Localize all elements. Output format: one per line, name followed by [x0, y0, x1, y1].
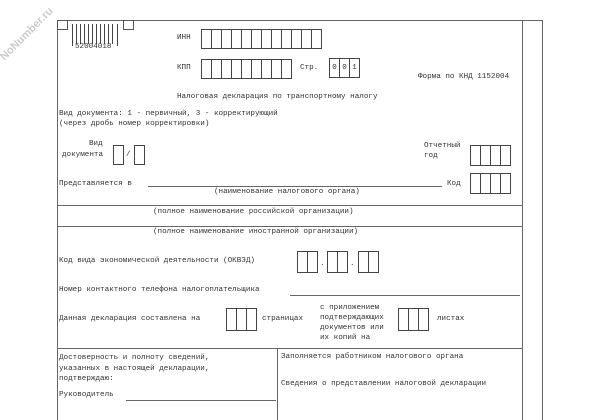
dot: .	[320, 260, 325, 268]
tax-officer-label: Заполняется работником налогового органа	[281, 353, 464, 361]
tax-authority-code-field[interactable]	[470, 173, 511, 194]
doc-type-hint-2: (через дробь номер корректировки)	[59, 120, 210, 128]
sheets-suffix: листах	[437, 315, 465, 323]
okved-field-3[interactable]	[358, 251, 379, 273]
frame-left	[57, 20, 58, 420]
year-label: Отчетный	[424, 142, 461, 150]
pages-label: Данная декларация составлена на	[59, 315, 201, 323]
frame-top	[57, 20, 543, 21]
doc-type-hint: Вид документа: 1 - первичный, 3 - коррек…	[59, 110, 278, 118]
inn-label: ИНН	[177, 34, 191, 42]
tax-authority-caption: (наименование налогового органа)	[214, 188, 360, 196]
year-field[interactable]	[470, 145, 511, 166]
section-divider	[58, 348, 522, 349]
sheets-field[interactable]	[398, 308, 429, 331]
russian-org-field[interactable]	[58, 205, 522, 206]
form-code: Форма по КНД 1152004	[418, 73, 510, 81]
okved-label: Код вида экономической деятельности (ОКВ…	[59, 257, 255, 265]
head-signature-field[interactable]	[126, 400, 276, 401]
tax-authority-field[interactable]	[148, 186, 442, 187]
form-title: Налоговая декларация по транспортному на…	[177, 93, 378, 101]
foreign-org-caption: (полное наименование иностранной организ…	[153, 228, 359, 236]
submitted-to-label: Представляется в	[59, 180, 132, 188]
doc-type-label: документа	[62, 151, 104, 159]
code-label: Код	[447, 180, 461, 188]
russian-org-caption: (полное наименование российской организа…	[153, 208, 354, 216]
submission-info-label: Сведения о представлении налоговой декла…	[281, 380, 487, 388]
slash: /	[126, 151, 131, 159]
kpp-label: КПП	[177, 64, 191, 72]
correction-number-field[interactable]	[134, 145, 145, 165]
corner-marker	[123, 20, 134, 30]
pages-suffix: страницах	[262, 315, 304, 323]
dot: .	[350, 260, 355, 268]
pages-field[interactable]	[226, 308, 257, 331]
foreign-org-field[interactable]	[58, 226, 522, 227]
kpp-field[interactable]	[201, 59, 292, 79]
frame-right	[522, 20, 523, 420]
phone-field[interactable]	[290, 295, 520, 296]
page-label: Стр.	[300, 64, 319, 72]
frame-outer-right	[542, 20, 543, 420]
corner-marker	[57, 20, 68, 30]
watermark: NoNumber.ru	[0, 5, 56, 63]
okved-field-2[interactable]	[327, 251, 348, 273]
doc-type-field[interactable]	[113, 145, 124, 165]
okved-field-1[interactable]	[297, 251, 318, 273]
phone-label: Номер контактного телефона налогоплатель…	[59, 286, 260, 294]
year-label: год	[424, 152, 438, 160]
barcode-number: 52004018	[75, 43, 112, 51]
doc-type-label: Вид	[89, 140, 103, 148]
inn-field[interactable]	[201, 29, 322, 49]
confirmation-text: Достоверность и полноту сведений,указанн…	[59, 354, 210, 383]
column-divider	[277, 348, 278, 420]
head-label: Руководитель	[59, 391, 114, 399]
